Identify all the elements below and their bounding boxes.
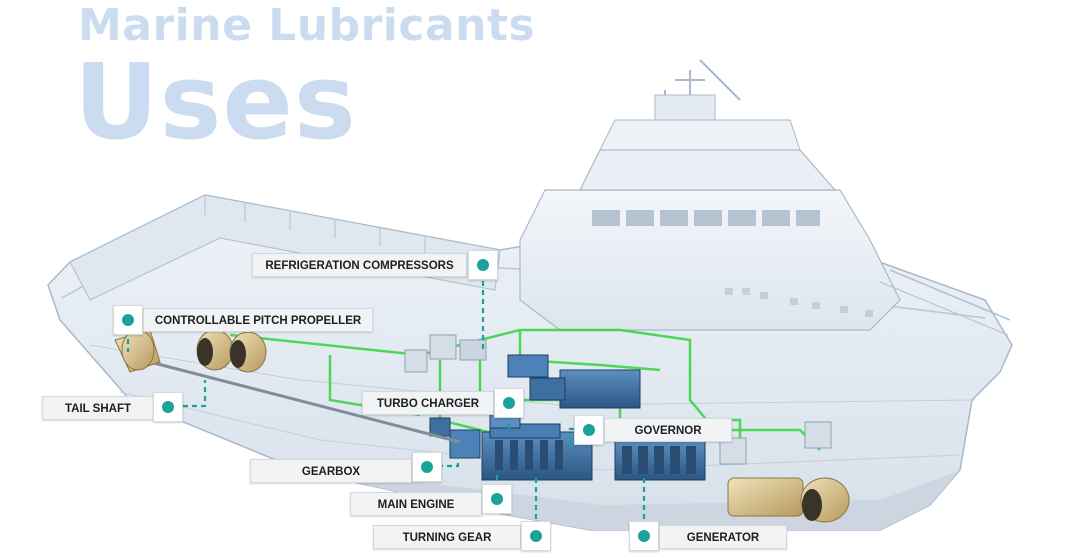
label-governor: GOVERNOR — [604, 418, 732, 442]
location-dot-icon — [153, 392, 183, 422]
propellers — [114, 329, 850, 523]
label-refrigeration-compressors: REFRIGERATION COMPRESSORS — [252, 253, 467, 277]
location-dot-icon — [494, 388, 524, 418]
location-dot-icon — [412, 452, 442, 482]
dot-marker — [421, 461, 433, 473]
label-generator: GENERATOR — [659, 525, 787, 549]
machinery — [149, 334, 832, 481]
dot-marker — [638, 530, 650, 542]
title-uses: Uses — [74, 41, 357, 163]
location-dot-icon — [521, 521, 551, 551]
dot-marker — [503, 397, 515, 409]
label-gearbox: GEARBOX — [250, 459, 412, 483]
location-dot-icon — [629, 521, 659, 551]
dot-marker — [583, 424, 595, 436]
label-controllable-pitch-propeller: CONTROLLABLE PITCH PROPELLER — [143, 308, 373, 332]
label-main-engine: MAIN ENGINE — [350, 492, 482, 516]
label-tail-shaft: TAIL SHAFT — [42, 396, 154, 420]
dot-marker — [162, 401, 174, 413]
location-dot-icon — [574, 415, 604, 445]
title-marine-lubricants: Marine Lubricants — [78, 0, 536, 51]
location-dot-icon — [468, 250, 498, 280]
ship-superstructure — [519, 59, 1011, 336]
dot-marker — [122, 314, 134, 326]
dot-marker — [530, 530, 542, 542]
location-dot-icon — [482, 484, 512, 514]
label-turbo-charger: TURBO CHARGER — [362, 391, 494, 415]
dot-marker — [491, 493, 503, 505]
dot-marker — [477, 259, 489, 271]
location-dot-icon — [113, 305, 143, 335]
label-turning-gear: TURNING GEAR — [373, 525, 521, 549]
